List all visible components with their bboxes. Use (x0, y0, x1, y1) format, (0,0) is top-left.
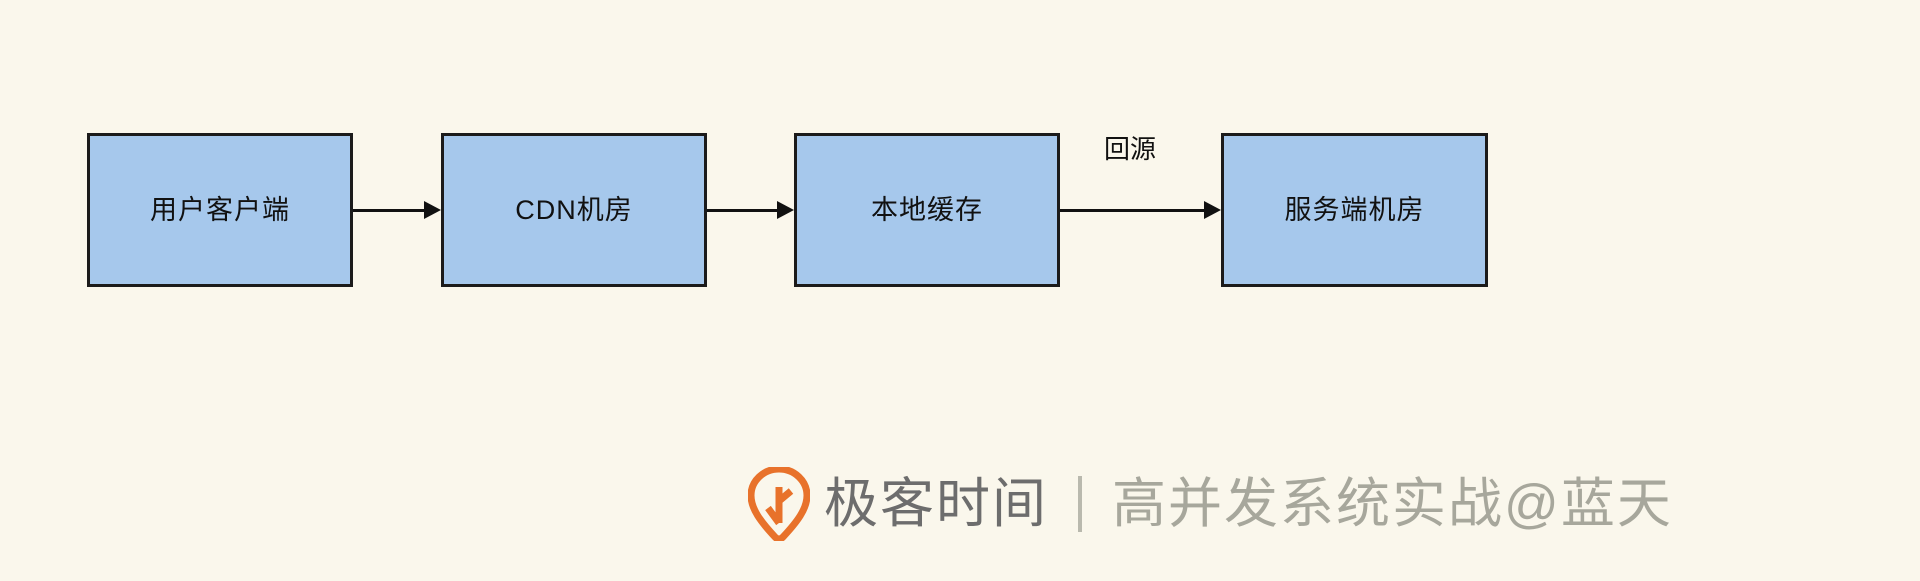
diagram-node-label: 用户客户端 (150, 194, 290, 225)
watermark-course: 高并发系统实战@蓝天 (1112, 474, 1673, 534)
diagram-node-label: 服务端机房 (1284, 194, 1425, 225)
edge-line (353, 209, 425, 212)
arrowhead-icon (777, 201, 794, 219)
diagram-edge-local-to-server (1060, 199, 1222, 221)
watermark-brand: 极客时间 (824, 474, 1048, 534)
arrowhead-icon (1204, 201, 1221, 219)
diagram-node-label: 本地缓存 (871, 194, 983, 225)
diagram-edge-cdn-to-local (707, 199, 795, 221)
diagram-edge-label-back-to-source: 回源 (1104, 134, 1157, 164)
edge-line (707, 209, 778, 212)
watermark: 极客时间 高并发系统实战@蓝天 (748, 456, 1673, 552)
edge-line (1060, 209, 1205, 212)
diagram-node-client[interactable]: 用户客户端 (87, 133, 353, 287)
diagram-node-cdn[interactable]: CDN机房 (441, 133, 707, 287)
diagram-node-label: CDN机房 (515, 194, 633, 225)
diagram-node-local-cache[interactable]: 本地缓存 (794, 133, 1060, 287)
diagram-edge-client-to-cdn (353, 199, 442, 221)
arrowhead-icon (424, 201, 441, 219)
watermark-divider (1078, 476, 1082, 532)
geekbang-pin-icon (748, 467, 810, 541)
diagram-node-server[interactable]: 服务端机房 (1221, 133, 1488, 287)
